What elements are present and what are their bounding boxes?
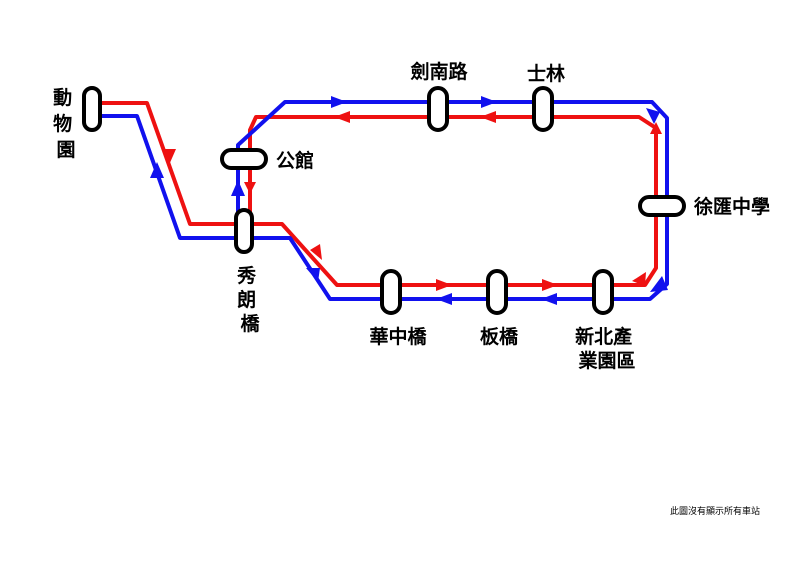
blue-arrow-7 [306,268,320,282]
blue-arrow-6 [541,293,557,305]
blue-arrow-1 [331,96,347,108]
label-banqiao: 板橋 [480,325,519,348]
label-xuhui-high-school: 徐匯中學 [693,195,770,218]
blue-direction-arrows [150,96,668,305]
blue-arrow-5 [436,293,452,305]
station-marker-shilin [532,86,554,132]
label-xinbei-line-2: 業園區 [577,349,635,372]
label-huazhong-bridge: 華中橋 [369,325,427,348]
station-markers [82,86,686,315]
station-marker-xiulang-bridge [234,208,254,254]
label-xinbei-line-1: 新北產 [575,325,632,348]
blue-arrow-2 [481,96,497,108]
blue-arrow-9 [231,180,245,196]
label-xiulang-char-3: 橋 [240,312,260,335]
station-marker-xinbei-industrial-park [592,269,614,315]
red-route-line [92,101,658,287]
station-marker-huazhong-bridge [380,269,402,315]
red-direction-arrows [162,111,662,291]
station-marker-gongguan [220,148,268,170]
footnote: 此圖沒有顯示所有車站 [670,505,760,517]
label-jiannan-road: 劍南路 [409,60,468,83]
red-arrow-8 [334,111,350,123]
blue-route-line [92,100,669,301]
red-arrow-5 [632,272,646,286]
station-marker-banqiao [486,269,508,315]
blue-arrow-3 [646,108,660,124]
label-zoo: 動 物 園 [53,87,79,161]
station-marker-jiannan-road [427,86,449,132]
station-marker-zoo [82,86,102,132]
red-arrow-1 [162,149,176,165]
label-xiulang-bridge: 秀 朗 橋 [236,265,263,335]
label-zoo-char-3: 園 [56,139,75,161]
red-arrow-9 [244,182,256,194]
red-arrow-2 [310,244,322,260]
blue-arrow-4 [650,276,668,292]
blue-arrow-8 [150,162,164,178]
label-xiulang-char-1: 秀 [236,265,257,287]
label-xinbei-industrial-park: 新北產 業園區 [575,325,639,372]
label-xiulang-char-2: 朗 [237,289,256,311]
station-marker-xuhui-high-school [638,195,686,217]
label-gongguan: 公館 [276,149,314,172]
label-zoo-char-2: 物 [53,112,72,135]
label-zoo-char-1: 動 [53,87,72,109]
red-arrow-6 [650,122,662,134]
red-arrow-4 [542,279,558,291]
red-arrow-3 [436,279,452,291]
label-shilin: 士林 [527,62,565,85]
red-arrow-7 [480,111,496,123]
